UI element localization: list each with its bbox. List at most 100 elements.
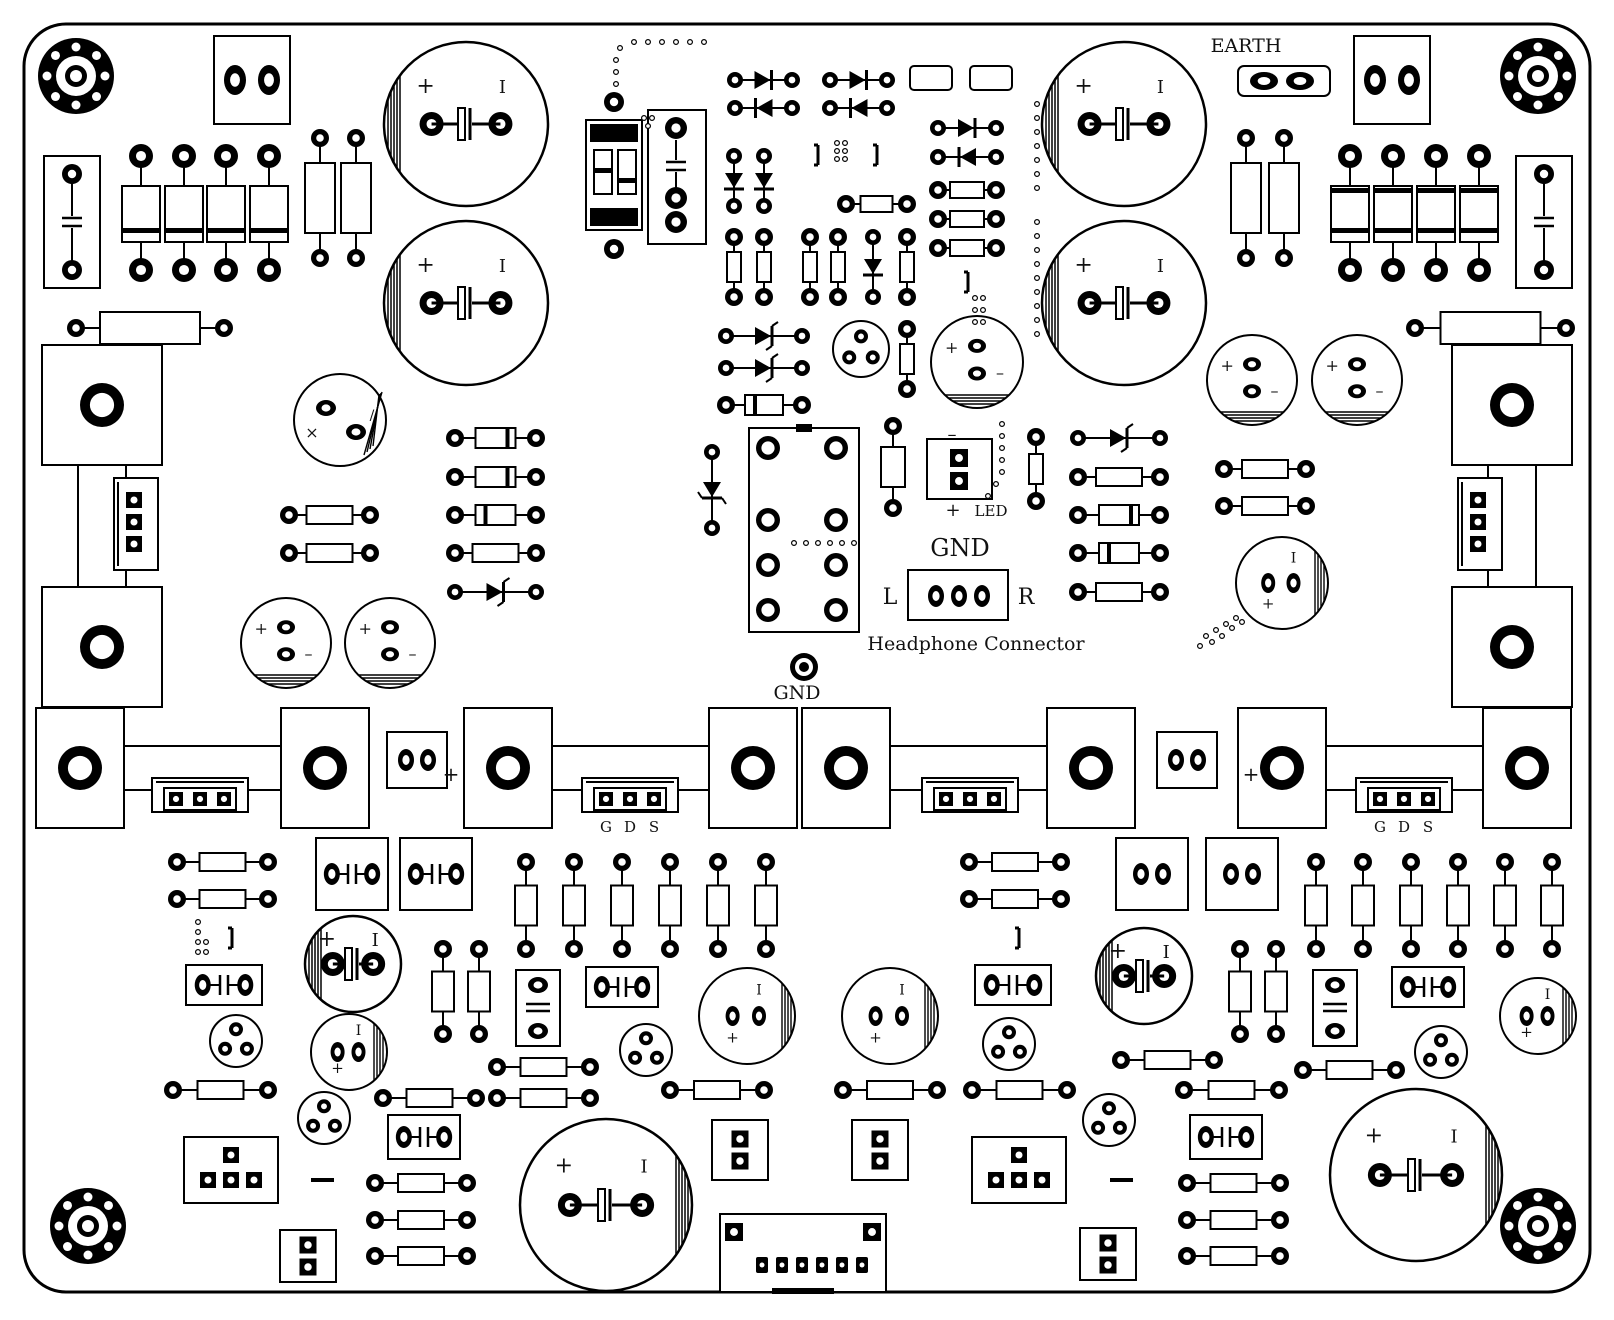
resistor bbox=[834, 1080, 946, 1100]
resistor bbox=[1027, 428, 1045, 510]
resistor bbox=[514, 853, 538, 958]
rectifier-diode bbox=[1373, 144, 1413, 282]
to220-pins bbox=[113, 477, 159, 571]
plus-label-mosfet-b: + bbox=[1243, 762, 1260, 786]
resistor bbox=[1228, 940, 1252, 1043]
electrolytic-capacitor: +I bbox=[310, 1013, 388, 1091]
jumper-header bbox=[1156, 731, 1218, 789]
resistor bbox=[1446, 853, 1470, 958]
resistor bbox=[168, 889, 277, 909]
diode bbox=[718, 353, 810, 383]
film-capacitor bbox=[399, 837, 473, 911]
resistor bbox=[446, 543, 545, 563]
to220-pins bbox=[1457, 477, 1503, 571]
diode bbox=[863, 229, 883, 305]
resistor bbox=[280, 505, 379, 525]
svg-text:I: I bbox=[356, 1023, 362, 1039]
led-plus-label: + bbox=[945, 500, 960, 521]
electrolytic-capacitor-tilted: ×/ bbox=[293, 373, 387, 467]
components-layer: +I+I+I+I+I+I×/+–+–+–+–+I+–+I+I+I+I+I+I bbox=[35, 35, 1577, 1294]
diode bbox=[697, 444, 727, 536]
resistor bbox=[1268, 129, 1300, 267]
pin-g-label-left: G bbox=[600, 818, 612, 836]
three-pin-header bbox=[971, 1136, 1067, 1204]
svg-text:+: + bbox=[869, 1028, 882, 1046]
film-capacitor bbox=[387, 1114, 461, 1160]
pin-d-label-left: D bbox=[624, 818, 636, 836]
film-capacitor-vertical bbox=[43, 155, 101, 289]
earth-terminal bbox=[1237, 65, 1331, 97]
svg-text:I: I bbox=[1545, 987, 1551, 1003]
jumper-header bbox=[279, 1229, 337, 1283]
resistor bbox=[1540, 853, 1564, 958]
electrolytic-capacitor: +– bbox=[930, 315, 1024, 409]
resistor bbox=[1351, 853, 1375, 958]
pin-g-label-right: G bbox=[1374, 818, 1386, 836]
to92-transistor bbox=[982, 1017, 1036, 1071]
diode bbox=[724, 148, 744, 214]
trace-via-dots bbox=[971, 295, 986, 326]
smd-bracket bbox=[964, 270, 970, 294]
electrolytic-capacitor: +– bbox=[1206, 334, 1298, 426]
svg-text:+: + bbox=[1365, 1123, 1383, 1148]
electrolytic-capacitor: +– bbox=[1311, 334, 1403, 426]
headphone-connector-label: Headphone Connector bbox=[867, 633, 1085, 655]
rectifier-diode bbox=[121, 144, 161, 282]
diode bbox=[1069, 542, 1169, 564]
connector-pin bbox=[816, 1257, 828, 1273]
jumper-header bbox=[386, 731, 448, 789]
resistor bbox=[1406, 311, 1575, 345]
diode bbox=[1070, 423, 1168, 453]
electrolytic-capacitor: +I bbox=[518, 1117, 694, 1293]
resistor bbox=[960, 889, 1070, 909]
resistor bbox=[610, 853, 634, 958]
ribbon-connector bbox=[719, 1213, 887, 1294]
switch-module bbox=[585, 92, 643, 259]
jumper-header bbox=[1079, 1227, 1137, 1281]
mounting-hole bbox=[1500, 38, 1576, 114]
diode bbox=[822, 98, 895, 118]
svg-text:+: + bbox=[359, 619, 372, 638]
pin-s-label-right: S bbox=[1423, 818, 1433, 836]
film-capacitor-vertical bbox=[515, 969, 561, 1047]
film-capacitor-vertical bbox=[1515, 155, 1573, 289]
resistor bbox=[488, 1088, 599, 1108]
mounting-hole bbox=[50, 1188, 126, 1264]
labels-layer: EARTH GND L R Headphone Connector GND LE… bbox=[443, 35, 1434, 836]
svg-text:+: + bbox=[945, 338, 958, 357]
resistor bbox=[1069, 582, 1169, 602]
svg-text:+: + bbox=[416, 253, 434, 278]
electrolytic-capacitor: +I bbox=[303, 914, 403, 1014]
diode bbox=[717, 394, 811, 416]
diode bbox=[754, 148, 774, 214]
resistor bbox=[898, 320, 916, 398]
diode bbox=[822, 70, 895, 90]
to92-transistor bbox=[832, 320, 890, 378]
resistor bbox=[1399, 853, 1423, 958]
resistor bbox=[374, 1088, 485, 1108]
to92-transistor bbox=[1082, 1093, 1136, 1147]
diode bbox=[446, 466, 545, 488]
electrolytic-capacitor: +I bbox=[382, 219, 550, 387]
resistor bbox=[431, 940, 455, 1043]
to247-mosfet-pair bbox=[463, 707, 798, 829]
svg-text:+: + bbox=[416, 74, 434, 99]
resistor bbox=[280, 543, 379, 563]
svg-text:+: + bbox=[1221, 356, 1234, 375]
film-capacitor bbox=[585, 966, 659, 1008]
resistor bbox=[829, 228, 847, 306]
resistor bbox=[960, 852, 1070, 872]
svg-text:+: + bbox=[555, 1153, 573, 1178]
resistor bbox=[1304, 853, 1328, 958]
connector-pin bbox=[856, 1257, 868, 1273]
svg-text:–: – bbox=[1376, 381, 1384, 400]
resistor bbox=[929, 181, 1005, 199]
resistor bbox=[1264, 940, 1288, 1043]
resistor bbox=[366, 1246, 476, 1266]
svg-text:–: – bbox=[305, 644, 313, 663]
screw-terminal bbox=[213, 35, 291, 125]
rectifier-diode-band bbox=[1331, 188, 1498, 193]
resistor bbox=[164, 1080, 277, 1100]
resistor bbox=[168, 852, 277, 872]
